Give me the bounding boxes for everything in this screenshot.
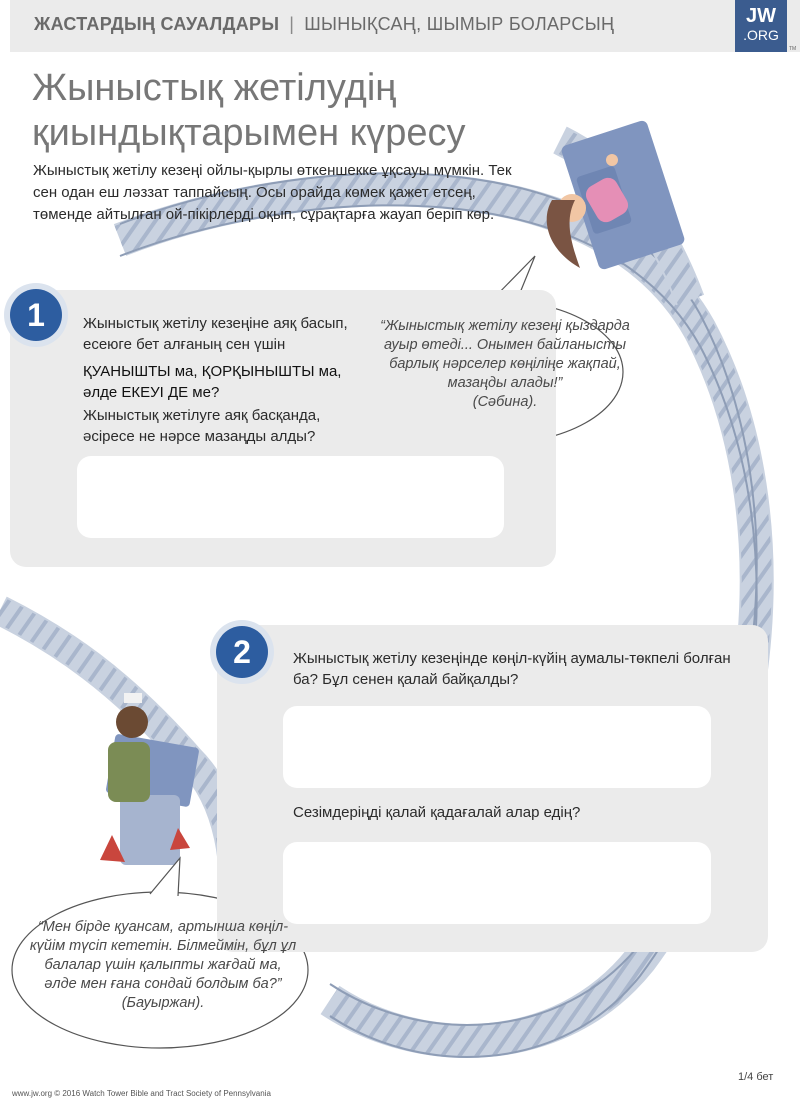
- boy-in-coaster-car: [100, 693, 199, 865]
- title-line-2: қиындықтарымен күресу: [32, 112, 466, 154]
- series-title: ЖАСТАРДЫҢ САУАЛДАРЫ | ШЫНЫҚСАҢ, ШЫМЫР БОЛА…: [34, 14, 614, 35]
- series-name: ЖАСТАРДЫҢ САУАЛДАРЫ: [34, 14, 280, 34]
- sabina-quote: “Жыныстық жетілу кезеңі қыздарда ауыр өт…: [380, 317, 630, 412]
- intro-paragraph: Жыныстық жетілу кезеңі ойлы-қырлы өткенш…: [33, 162, 512, 223]
- section-1-question-2: Жыныстық жетілуге аяқ басқанда, әсіресе …: [83, 407, 321, 445]
- section-1-question-intro: Жыныстық жетілу кезеңіне аяқ басып, есею…: [83, 315, 348, 353]
- options-text-1: ма,: [170, 363, 202, 380]
- section-1-number: 1: [10, 289, 62, 341]
- options-text-2: ма, әлде: [83, 363, 342, 401]
- trademark: TM: [789, 46, 797, 52]
- logo-jw: JW: [746, 5, 776, 27]
- title-line-1: Жыныстық жетілудің: [32, 67, 397, 109]
- copyright: www.jw.org © 2016 Watch Tower Bible and …: [12, 1089, 271, 1098]
- bauyrzhan-quote-text: “Мен бірде қуансам, артынша көңіл-күйім …: [29, 919, 297, 992]
- page-number: 1/4 бет: [738, 1071, 774, 1083]
- section-2-number: 2: [216, 626, 268, 678]
- section-2-question-2: Сезімдеріңді қалай қадағалай алар едің?: [293, 804, 581, 821]
- girl-in-coaster-car: [546, 120, 685, 270]
- logo-org: .ORG: [743, 27, 779, 43]
- sabina-quote-text: “Жыныстық жетілу кезеңі қыздарда ауыр өт…: [380, 318, 630, 391]
- section-1-options: ҚУАНЫШТЫ ма, ҚОРҚЫНЫШТЫ ма, әлде ЕКЕУІ Д…: [83, 361, 363, 403]
- bauyrzhan-quote: “Мен бірде қуансам, артынша көңіл-күйім …: [28, 918, 298, 1013]
- option-happy: ҚУАНЫШТЫ: [83, 363, 171, 380]
- option-scary: ҚОРҚЫНЫШТЫ: [201, 363, 315, 380]
- jw-org-logo[interactable]: JW .ORG: [735, 0, 787, 52]
- section-1-answer-field[interactable]: [77, 456, 504, 538]
- section-2-answer-field-2[interactable]: [283, 842, 711, 924]
- section-2-answer-field-1[interactable]: [283, 706, 711, 788]
- bauyrzhan-quote-author: (Бауыржан).: [121, 995, 205, 1011]
- sabina-quote-author: (Сәбина).: [472, 394, 538, 410]
- options-text-3: ме?: [188, 384, 220, 401]
- series-header: ЖАСТАРДЫҢ САУАЛДАРЫ | ШЫНЫҚСАҢ, ШЫМЫР БОЛА…: [10, 0, 800, 52]
- series-subtitle: ШЫНЫҚСАҢ, ШЫМЫР БОЛАРСЫҢ: [304, 14, 615, 34]
- header-separator: |: [289, 14, 295, 34]
- option-both: ЕКЕУІ ДЕ: [121, 384, 189, 401]
- section-2-question-1: Жыныстық жетілу кезеңінде көңіл-күйің ау…: [293, 650, 731, 688]
- page-title: Жыныстық жетілудің қиындықтарымен күресу: [32, 66, 532, 156]
